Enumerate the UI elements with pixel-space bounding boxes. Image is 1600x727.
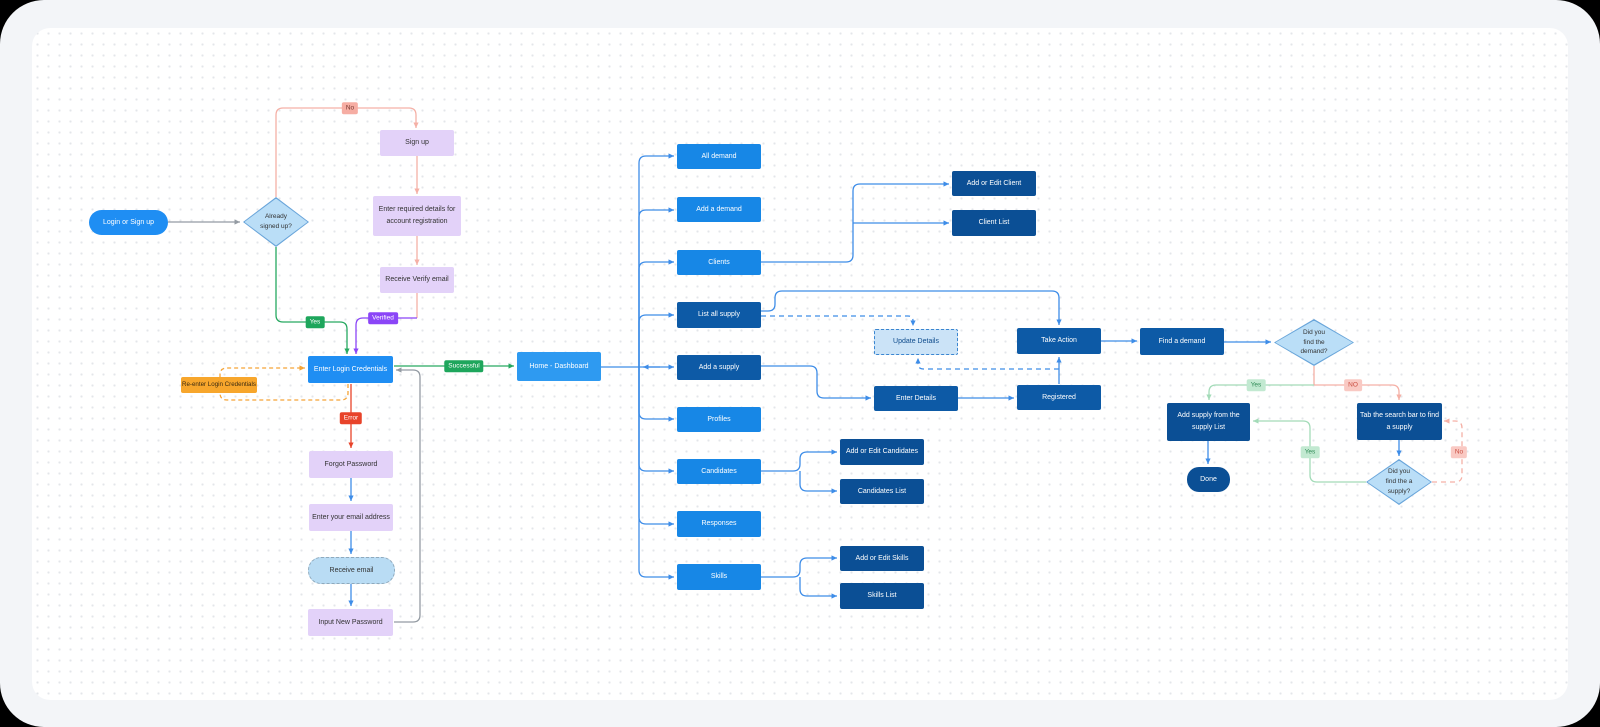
node-candidates-list[interactable]: Candidates List: [840, 479, 924, 504]
node-client-list[interactable]: Client List: [952, 210, 1036, 236]
connector-addsupply-to-enter[interactable]: [761, 365, 871, 399]
node-responses[interactable]: Responses: [677, 511, 761, 537]
node-label: Did you find the a supply?: [1385, 468, 1413, 495]
edge-label-yes-supply[interactable]: Yes: [1300, 446, 1320, 458]
connector-branch-clients[interactable]: [638, 261, 674, 367]
edge-label-yes-login[interactable]: Yes: [305, 316, 325, 328]
connector-candidates-to-edit[interactable]: [761, 451, 837, 472]
node-add-or-edit-skills[interactable]: Add or Edit Skills: [840, 546, 924, 571]
connector-candidates-to-list[interactable]: [799, 471, 837, 492]
node-done[interactable]: Done: [1187, 467, 1230, 492]
node-add-or-edit-candidates[interactable]: Add or Edit Candidates: [840, 439, 924, 465]
connector-newpassword-return[interactable]: [394, 369, 421, 623]
connector-demand-yes[interactable]: [1208, 384, 1314, 400]
node-all-demand[interactable]: All demand: [677, 144, 761, 169]
node-input-new-password[interactable]: Input New Password: [308, 609, 393, 636]
node-enter-login-credentials[interactable]: Enter Login Credentials: [308, 356, 393, 383]
node-candidates[interactable]: Candidates: [677, 459, 761, 484]
edge-label-verified[interactable]: Verified: [368, 312, 398, 324]
node-skills-list[interactable]: Skills List: [840, 583, 924, 609]
node-enter-your-email-address[interactable]: Enter your email address: [309, 504, 393, 531]
node-find-a-demand[interactable]: Find a demand: [1140, 328, 1224, 355]
edge-label-no-supply[interactable]: No: [1450, 446, 1468, 458]
connector-supply-to-take-action[interactable]: [761, 290, 1060, 325]
node-already-signed-up[interactable]: Already signed up?: [243, 197, 309, 247]
node-tab-search-bar[interactable]: Tab the search bar to find a supply: [1357, 403, 1442, 440]
connector-branch-list-all-supply[interactable]: [638, 314, 674, 367]
node-re-enter-login-credentials[interactable]: Re-enter Login Credentials: [181, 377, 257, 393]
node-label: Already signed up?: [260, 213, 292, 230]
edge-label-no-top[interactable]: No: [341, 102, 359, 114]
connector-skills-to-edit[interactable]: [761, 557, 837, 578]
node-add-or-edit-client[interactable]: Add or Edit Client: [952, 171, 1036, 196]
connector-branch-all-demand[interactable]: [638, 155, 674, 367]
node-list-all-supply[interactable]: List all supply: [677, 302, 761, 328]
connector-verified-to-login[interactable]: [355, 317, 417, 354]
connector-branch-add-a-demand[interactable]: [638, 209, 674, 367]
node-login-or-sign-up[interactable]: Login or Sign up: [89, 210, 168, 235]
node-profiles[interactable]: Profiles: [677, 407, 761, 432]
node-enter-details[interactable]: Enter Details: [874, 386, 958, 411]
node-enter-required-details[interactable]: Enter required details for account regis…: [373, 196, 461, 236]
node-add-a-supply[interactable]: Add a supply: [677, 355, 761, 380]
connector-demand-no[interactable]: [1314, 384, 1400, 400]
node-did-you-find-demand[interactable]: Did you find the demand?: [1274, 319, 1354, 366]
node-receive-email[interactable]: Receive email: [308, 557, 395, 584]
node-receive-verify-email[interactable]: Receive Verify email: [380, 267, 454, 293]
node-forgot-password[interactable]: Forgot Password: [309, 451, 393, 478]
node-add-a-demand[interactable]: Add a demand: [677, 197, 761, 222]
node-clients[interactable]: Clients: [677, 250, 761, 275]
node-sign-up[interactable]: Sign up: [380, 130, 454, 156]
node-label: Did you find the demand?: [1300, 328, 1328, 356]
node-home-dashboard[interactable]: Home - Dashboard: [517, 352, 601, 381]
node-update-details[interactable]: Update Details: [874, 329, 958, 355]
edge-label-yes-demand[interactable]: Yes: [1246, 379, 1266, 391]
node-did-you-find-supply[interactable]: Did you find the a supply?: [1366, 459, 1432, 505]
connector-reenter-loop[interactable]: [219, 367, 349, 401]
node-skills[interactable]: Skills: [677, 564, 761, 590]
connector-skills-to-list[interactable]: [799, 577, 837, 597]
node-add-supply-from-list[interactable]: Add supply from the supply List: [1167, 403, 1250, 441]
edge-label-no-demand[interactable]: NO: [1344, 379, 1362, 391]
connector-branch-skills[interactable]: [638, 367, 674, 578]
node-registered[interactable]: Registered: [1017, 385, 1101, 410]
edge-label-successful[interactable]: Successful: [444, 360, 484, 372]
edge-label-error[interactable]: Error: [339, 412, 363, 424]
node-take-action[interactable]: Take Action: [1017, 328, 1101, 354]
connector-action-to-update[interactable]: [917, 358, 1059, 370]
